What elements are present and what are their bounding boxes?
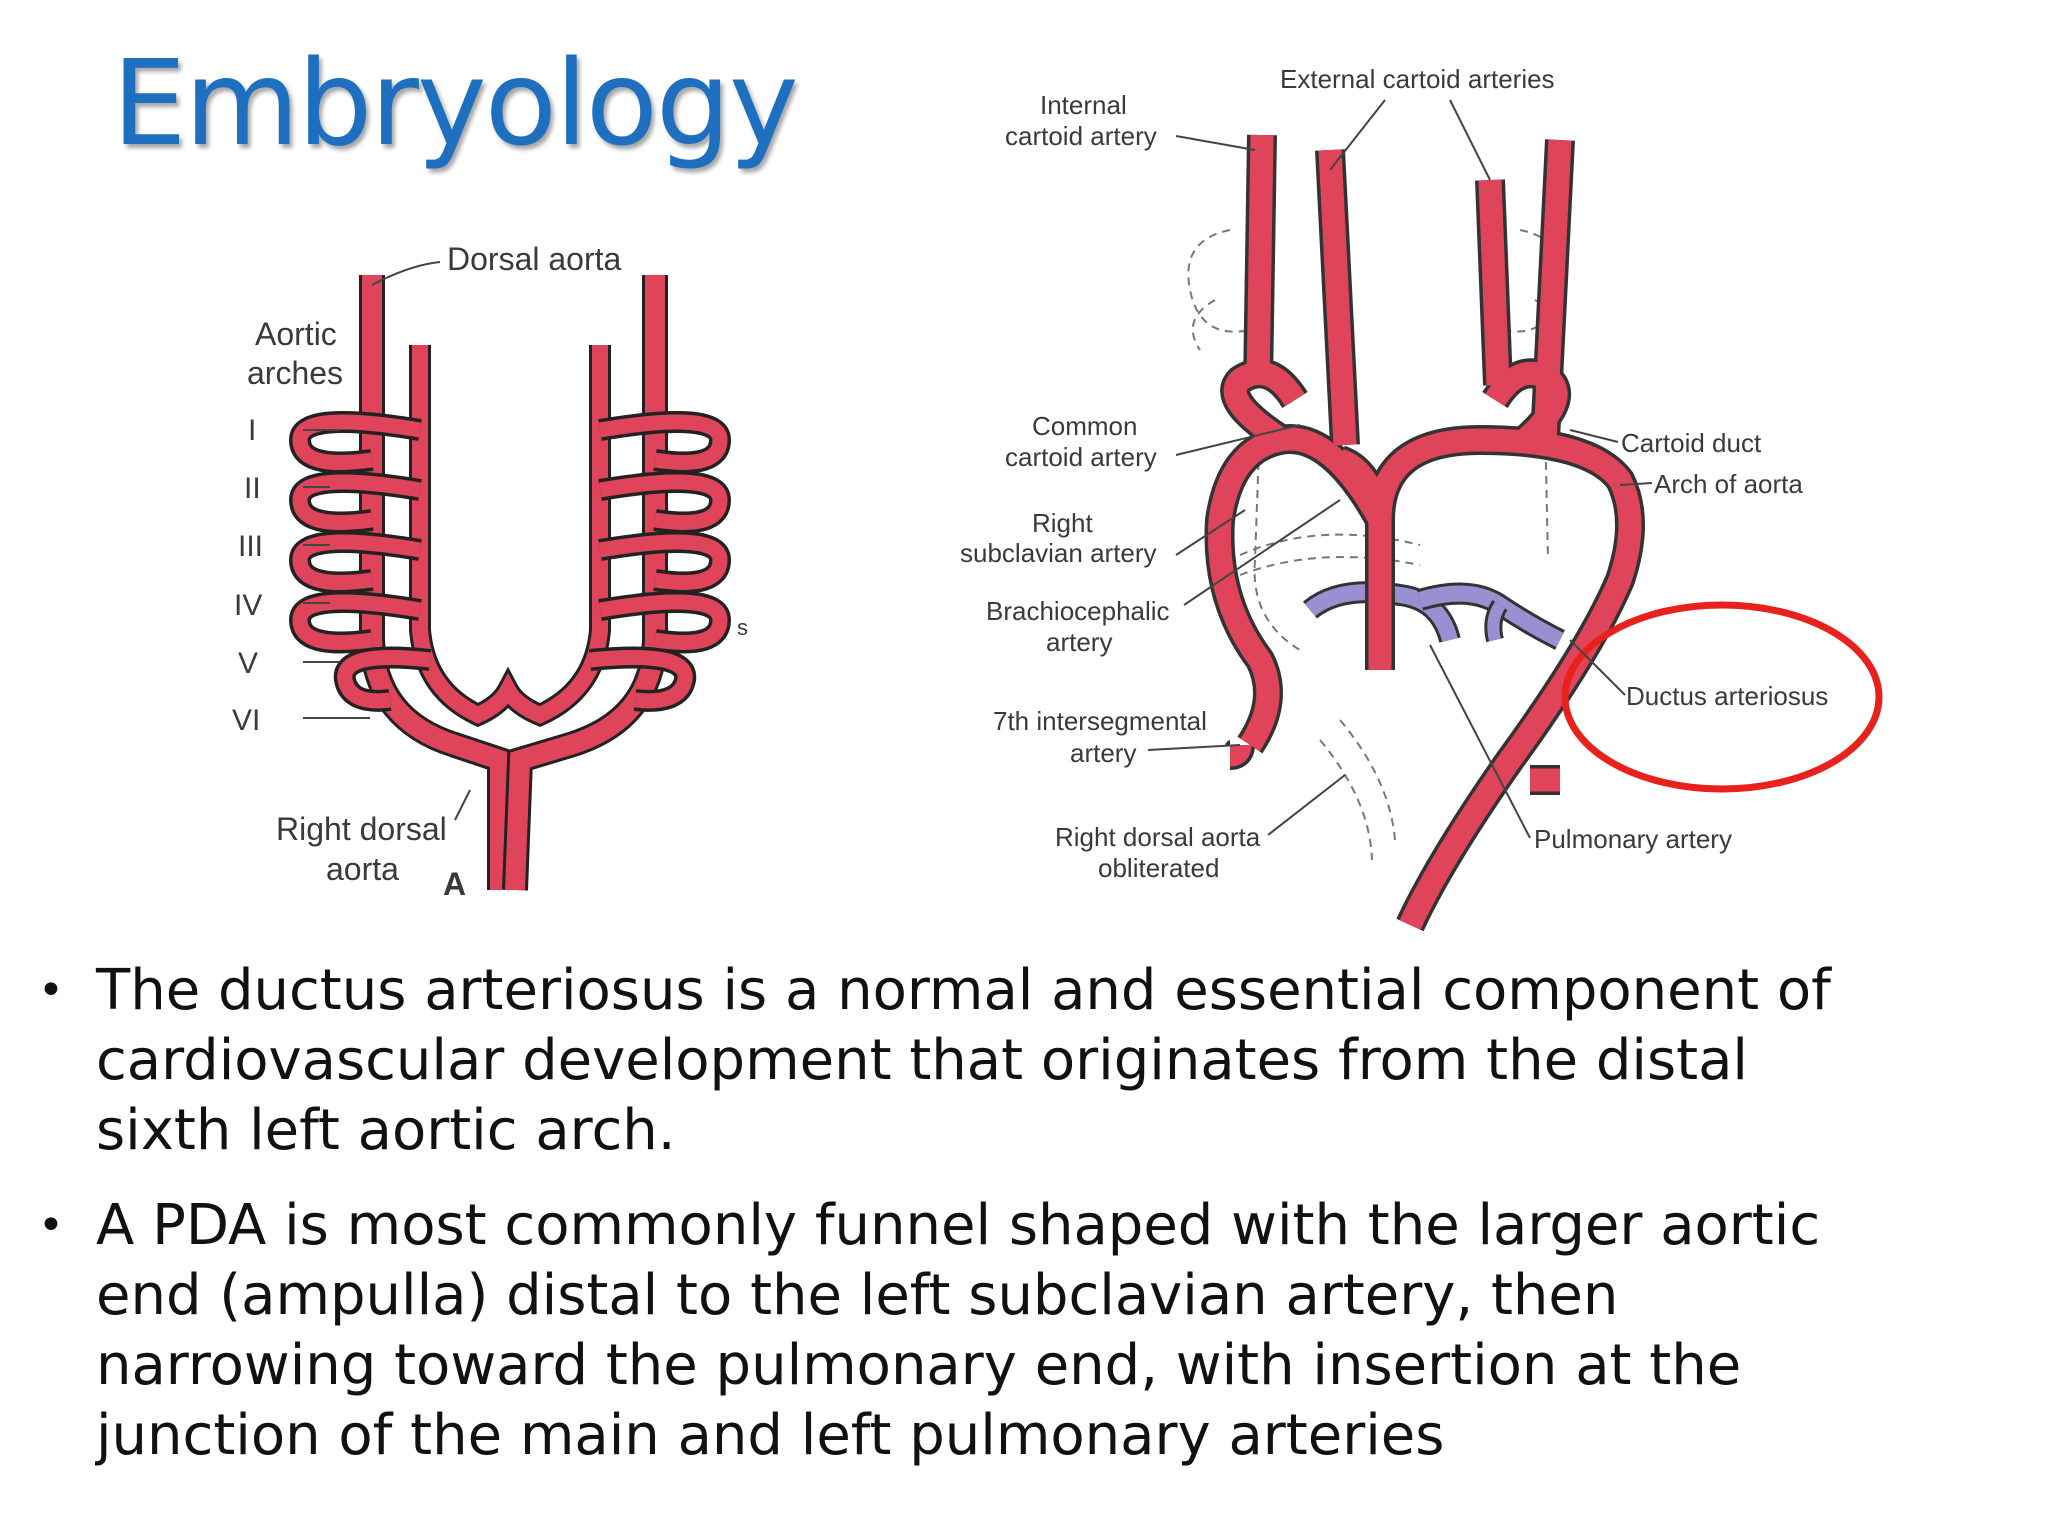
pulmonary-artery-vessels: [1310, 592, 1560, 640]
bullet-2-marker: •: [38, 1191, 64, 1261]
figure-b-adult-derivatives: External cartoid arteries Internal carto…: [960, 64, 1879, 925]
carotid-duct-label: Cartoid duct: [1621, 428, 1762, 458]
bullet-2-line-3: narrowing toward the pulmonary end, with…: [96, 1331, 1996, 1401]
common-carotid-label-line2: cartoid artery: [1005, 442, 1157, 472]
ductus-arteriosus-label: Ductus arteriosus: [1626, 681, 1828, 711]
right-dorsal-aorta-label-line1: Right dorsal: [276, 811, 447, 847]
right-dorsal-obliterated-label-line1: Right dorsal aorta: [1055, 822, 1261, 852]
common-carotid-label-line1: Common: [1032, 411, 1137, 441]
bullet-2-line-4: junction of the main and left pulmonary …: [96, 1401, 1996, 1471]
left-dorsal-aorta-vessel: [372, 275, 500, 890]
external-carotid-label: External cartoid arteries: [1280, 64, 1555, 94]
panel-letter-a: A: [443, 866, 466, 902]
aortic-sac-vessel: [420, 345, 600, 715]
stray-glyph: s: [737, 615, 748, 640]
arch-label-v: V: [238, 647, 258, 680]
brachiocephalic-label-line2: artery: [1046, 627, 1112, 657]
internal-carotid-label-line2: cartoid artery: [1005, 121, 1157, 151]
bullet-1-line-1: The ductus arteriosus is a normal and es…: [96, 956, 1996, 1026]
internal-carotid-label-line1: Internal: [1040, 90, 1127, 120]
aortic-arch-diagrams: Dorsal aorta Aortic arches I II III IV V…: [0, 0, 2048, 960]
aortic-arches-label-line2: arches: [247, 355, 343, 391]
bullet-1-line-3: sixth left aortic arch.: [96, 1096, 1996, 1166]
arch-label-vi: VI: [232, 704, 260, 737]
arch-label-ii: II: [244, 472, 261, 505]
right-dorsal-aorta-vessel: [515, 275, 655, 890]
bullet-2: • A PDA is most commonly funnel shaped w…: [96, 1191, 1996, 1471]
intersegmental-label-line2: artery: [1070, 738, 1136, 768]
brachiocephalic-label-line1: Brachiocephalic: [986, 596, 1170, 626]
dorsal-aorta-label: Dorsal aorta: [447, 241, 622, 277]
arch-label-iv: IV: [234, 589, 262, 622]
arch-label-iii: III: [238, 530, 263, 563]
bullet-1-marker: •: [38, 956, 64, 1026]
aortic-arches-label-line1: Aortic: [255, 316, 337, 352]
aorta-vessels: [1220, 135, 1631, 925]
bullet-1: • The ductus arteriosus is a normal and …: [96, 956, 1996, 1166]
right-dorsal-obliterated-label-line2: obliterated: [1098, 853, 1219, 883]
arch-label-i: I: [248, 414, 256, 447]
intersegmental-label-line1: 7th intersegmental: [993, 706, 1207, 736]
right-subclavian-label-line1: Right: [1032, 508, 1093, 538]
bullet-1-line-2: cardiovascular development that originat…: [96, 1026, 1996, 1096]
pulmonary-artery-label: Pulmonary artery: [1534, 824, 1732, 854]
bullet-2-line-1: A PDA is most commonly funnel shaped wit…: [96, 1191, 1996, 1261]
bullet-2-line-2: end (ampulla) distal to the left subclav…: [96, 1261, 1996, 1331]
right-subclavian-label-line2: subclavian artery: [960, 538, 1157, 568]
arch-of-aorta-label: Arch of aorta: [1654, 469, 1803, 499]
right-dorsal-aorta-label-line2: aorta: [326, 851, 399, 887]
figure-a-aortic-arches: Dorsal aorta Aortic arches I II III IV V…: [232, 241, 748, 902]
